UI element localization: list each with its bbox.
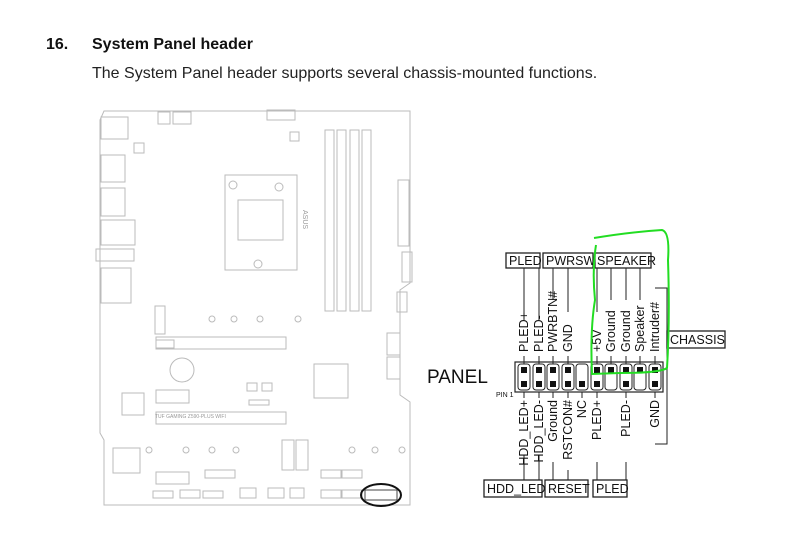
top-pin-label: PLED+: [517, 312, 531, 352]
bottom-pin-label: HDD_LED-: [532, 400, 546, 463]
svg-text:HDD_LED: HDD_LED: [487, 482, 545, 496]
svg-text:PLED: PLED: [596, 482, 629, 496]
board-model-label: TUF GAMING Z590-PLUS WIFI: [155, 414, 226, 420]
asus-logo-label: ASUS: [301, 210, 308, 229]
bottom-pin-label: PLED+: [590, 400, 604, 440]
bottom-pin-label: Ground: [546, 400, 560, 442]
group-hdd-led: HDD_LED: [483, 479, 545, 498]
bottom-pin-label: GND: [648, 400, 662, 428]
pin: [623, 367, 629, 373]
pin: [594, 381, 600, 387]
top-pin-label: +5V: [590, 329, 604, 352]
svg-text:SPEAKER: SPEAKER: [597, 254, 656, 268]
top-pin-label: PLED-: [532, 315, 546, 352]
pin: [550, 381, 556, 387]
group-pwrsw: PWRSW: [542, 252, 596, 269]
group-pled-top: PLED: [505, 252, 542, 269]
svg-text:PLED: PLED: [509, 254, 542, 268]
top-pin-label: Ground: [604, 310, 618, 352]
pin: [594, 367, 600, 373]
pin: [521, 381, 527, 387]
top-pin-label: GND: [561, 324, 575, 352]
bottom-pin-label: NC: [575, 400, 589, 418]
pin1-label: PIN 1: [496, 392, 514, 399]
bottom-pin-label: PLED-: [619, 400, 633, 437]
pin: [608, 367, 614, 373]
pin: [550, 367, 556, 373]
pin: [536, 381, 542, 387]
pin: [565, 381, 571, 387]
svg-text:RESET: RESET: [548, 482, 590, 496]
top-pin-label: Speaker: [633, 305, 647, 352]
section-description: The System Panel header supports several…: [92, 65, 598, 82]
top-pin-label: PWRBTN#: [546, 291, 560, 352]
panel-label: PANEL: [427, 367, 488, 388]
bottom-pin-label: HDD_LED+: [517, 400, 531, 466]
pin-slot: [575, 363, 589, 391]
panel-header-body: [514, 361, 664, 393]
green-annotation: [590, 228, 670, 376]
pin: [521, 367, 527, 373]
pin: [637, 367, 643, 373]
pin: [652, 367, 658, 373]
motherboard-diagram: [95, 109, 413, 507]
section-title: System Panel header: [92, 36, 253, 53]
connector-wires: [523, 268, 668, 480]
pin: [565, 367, 571, 373]
bottom-pin-label: RSTCON#: [561, 400, 575, 460]
group-reset: RESET: [544, 479, 590, 498]
section-number: 16.: [46, 36, 69, 53]
group-chassis: CHASSIS: [666, 330, 726, 349]
pin: [652, 381, 658, 387]
svg-text:CHASSIS: CHASSIS: [670, 333, 725, 347]
group-pled-bottom: PLED: [592, 479, 629, 498]
group-speaker: SPEAKER: [594, 252, 656, 269]
pin: [536, 367, 542, 373]
pins: [517, 363, 662, 391]
pin: [579, 381, 585, 387]
top-pin-label: Ground: [619, 310, 633, 352]
top-pin-label: Intruder#: [648, 302, 662, 352]
pin: [623, 381, 629, 387]
svg-text:PWRSW: PWRSW: [546, 254, 596, 268]
